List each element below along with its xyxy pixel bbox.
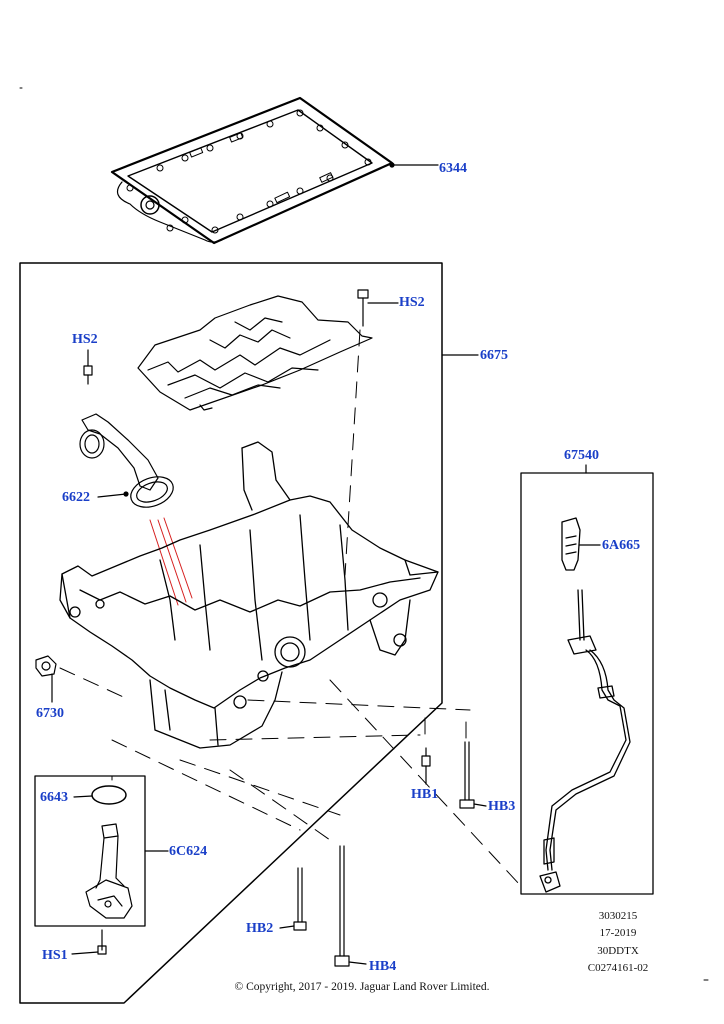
callout-6730[interactable]: 6730 <box>36 706 64 721</box>
callout-6c624[interactable]: 6C624 <box>169 844 208 859</box>
bolt-hb1 <box>421 747 431 785</box>
bolt-hs2-left <box>83 349 93 385</box>
callout-67540[interactable]: 67540 <box>564 448 599 463</box>
callout-hb3[interactable]: HB3 <box>488 799 516 814</box>
callout-6622[interactable]: 6622 <box>62 490 90 505</box>
engine-code: 30DDTX <box>597 945 639 957</box>
callout-6675[interactable]: 6675 <box>480 348 508 363</box>
callout-hs2-top[interactable]: HS2 <box>399 295 425 310</box>
callout-6643[interactable]: 6643 <box>40 790 68 805</box>
bolt-hb3 <box>459 741 487 809</box>
o-ring <box>73 785 127 805</box>
callout-6a665[interactable]: 6A665 <box>602 538 641 553</box>
callout-hs2-left[interactable]: HS2 <box>72 332 98 347</box>
oil-level-sensor <box>71 823 133 955</box>
callout-hb2[interactable]: HB2 <box>246 921 274 936</box>
red-guide-lines <box>149 517 193 606</box>
oil-pickup-tube <box>79 413 174 508</box>
callout-hb4[interactable]: HB4 <box>369 959 397 974</box>
bolt-hs2-top <box>357 289 399 327</box>
illustration-code: C0274161-02 <box>587 962 649 974</box>
oil-pan-gasket <box>110 96 439 245</box>
dipstick-group-box <box>520 472 654 895</box>
assembly-6675-outline <box>19 262 443 1004</box>
bolt-hb4 <box>334 845 367 967</box>
callout-hs1[interactable]: HS1 <box>42 948 68 963</box>
bolt-hb2 <box>279 867 307 931</box>
dipstick <box>539 517 631 893</box>
assembly-dash-lines <box>59 329 521 886</box>
callout-6344[interactable]: 6344 <box>439 161 467 176</box>
drain-plug <box>35 655 57 703</box>
windage-tray <box>137 295 373 411</box>
drawing-number: 3030215 <box>598 910 638 922</box>
drawing-year: 17-2019 <box>599 927 637 939</box>
callout-hb1[interactable]: HB1 <box>411 787 439 802</box>
oil-pan-body <box>59 441 439 749</box>
copyright-notice: © Copyright, 2017 - 2019. Jaguar Land Ro… <box>234 981 490 993</box>
